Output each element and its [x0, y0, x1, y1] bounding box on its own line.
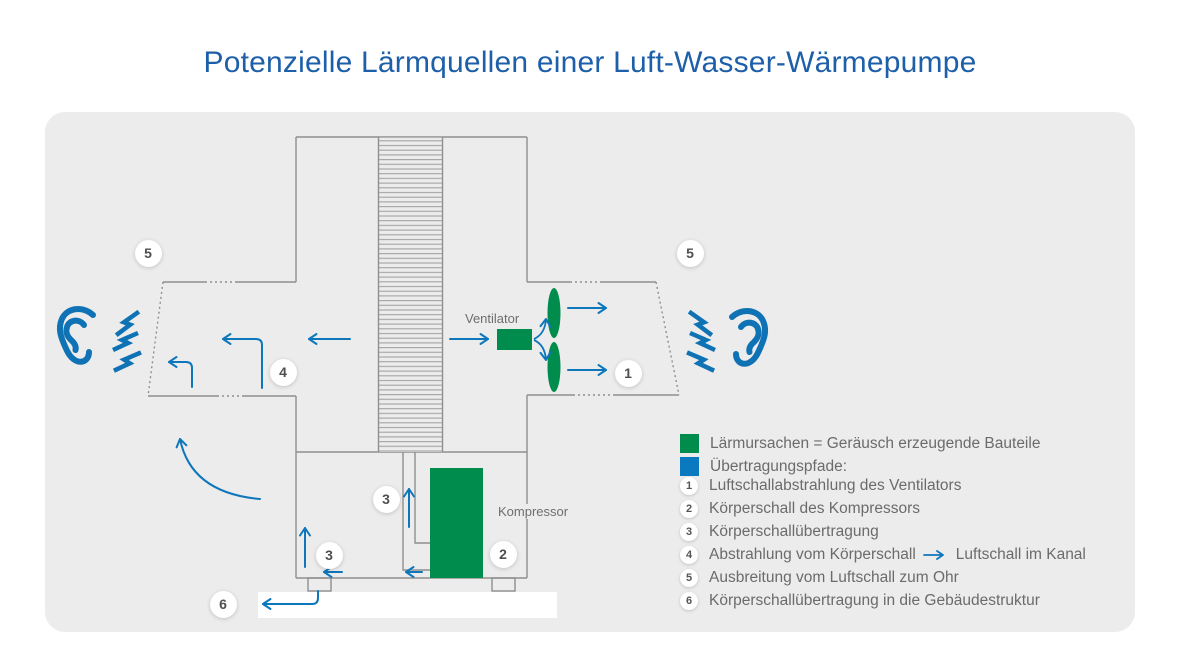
heat-exchanger — [377, 137, 444, 452]
marker-4: 4 — [269, 358, 297, 386]
legend-number-badge: 5 — [680, 568, 698, 587]
legend-item-text: Körperschall des Kompressors — [709, 499, 921, 517]
sound-waves-left-icon — [112, 309, 142, 373]
legend-row-sources: Lärmursachen = Geräusch erzeugende Baute… — [680, 432, 1130, 455]
legend-item-5: 5 Ausbreitung vom Luftschall zum Ohr — [680, 566, 1130, 589]
duct-opening-dotted-lines — [147, 281, 680, 397]
legend-item-text: Luftschallabstrahlung des Ventilators — [709, 476, 962, 494]
transmission-path-swatch — [680, 457, 699, 476]
legend-number-badge: 1 — [680, 476, 698, 495]
legend-item-text: Ausbreitung vom Luftschall zum Ohr — [709, 568, 959, 586]
compressor-label: Kompressor — [495, 504, 572, 519]
refrigerant-pipes — [402, 452, 430, 571]
fan — [497, 288, 561, 392]
legend-number-badge: 3 — [680, 522, 698, 541]
fan-rotation-arrows — [533, 339, 552, 361]
marker-3-base: 3 — [315, 541, 343, 569]
legend-paths-label: Übertragungspfade: — [710, 457, 848, 475]
marker-5-left: 5 — [134, 239, 162, 267]
legend-sources-label: Lärmursachen = Geräusch erzeugende Baute… — [710, 434, 1041, 452]
heat-pump-diagram — [56, 136, 769, 618]
marker-3-pipe: 3 — [372, 485, 400, 513]
legend-item-3: 3 Körperschallübertragung — [680, 520, 1130, 543]
legend-item-text: Körperschallübertragung — [709, 522, 879, 540]
fan-rotation-arrows — [533, 318, 552, 340]
legend-row-paths: Übertragungspfade: — [680, 455, 1130, 478]
marker-2: 2 — [489, 540, 517, 568]
fan-motor — [497, 329, 532, 350]
marker-5-right: 5 — [676, 239, 704, 267]
flow-arrow-icon — [922, 549, 944, 560]
diagram-panel: Ventilator Kompressor 5 5 4 1 3 3 2 6 Lä… — [45, 112, 1135, 632]
legend-item-4: 4 Abstrahlung vom Körperschall Luftschal… — [680, 543, 1130, 566]
legend-number-badge: 2 — [680, 499, 698, 518]
noise-source-swatch — [680, 434, 699, 453]
fan-label: Ventilator — [465, 311, 520, 326]
sound-waves-right-icon — [686, 309, 716, 373]
fan-blade-top — [547, 288, 561, 338]
legend-item-text-suffix: Luftschall im Kanal — [955, 545, 1086, 563]
marker-6: 6 — [209, 590, 237, 618]
legend-item-text: Körperschallübertragung in die Gebäudest… — [709, 591, 1040, 609]
legend-item-1: 1 Luftschallabstrahlung des Ventilators — [680, 474, 1130, 497]
ear-right-icon — [729, 308, 769, 367]
unit-feet — [307, 577, 516, 592]
legend-number-badge: 4 — [680, 545, 698, 564]
legend-items: 1 Luftschallabstrahlung des Ventilators … — [680, 474, 1130, 612]
legend: Lärmursachen = Geräusch erzeugende Baute… — [680, 432, 1130, 612]
page-title: Potenzielle Lärmquellen einer Luft-Wasse… — [203, 46, 977, 79]
legend-number-badge: 6 — [680, 591, 698, 610]
fan-blade-bottom — [547, 342, 561, 392]
marker-1: 1 — [614, 359, 642, 387]
compressor-block — [430, 468, 483, 578]
legend-item-2: 2 Körperschall des Kompressors — [680, 497, 1130, 520]
ear-left-icon — [56, 306, 96, 365]
flow-arrows — [168, 302, 607, 610]
legend-item-text: Abstrahlung vom Körperschall — [709, 545, 916, 563]
legend-item-6: 6 Körperschallübertragung in die Gebäude… — [680, 589, 1130, 612]
